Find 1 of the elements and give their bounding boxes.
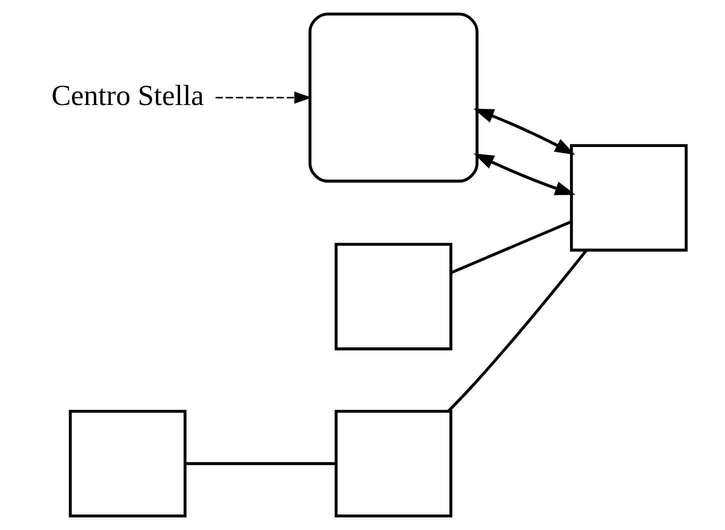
node-text: Centro Stella: [50, 80, 204, 112]
